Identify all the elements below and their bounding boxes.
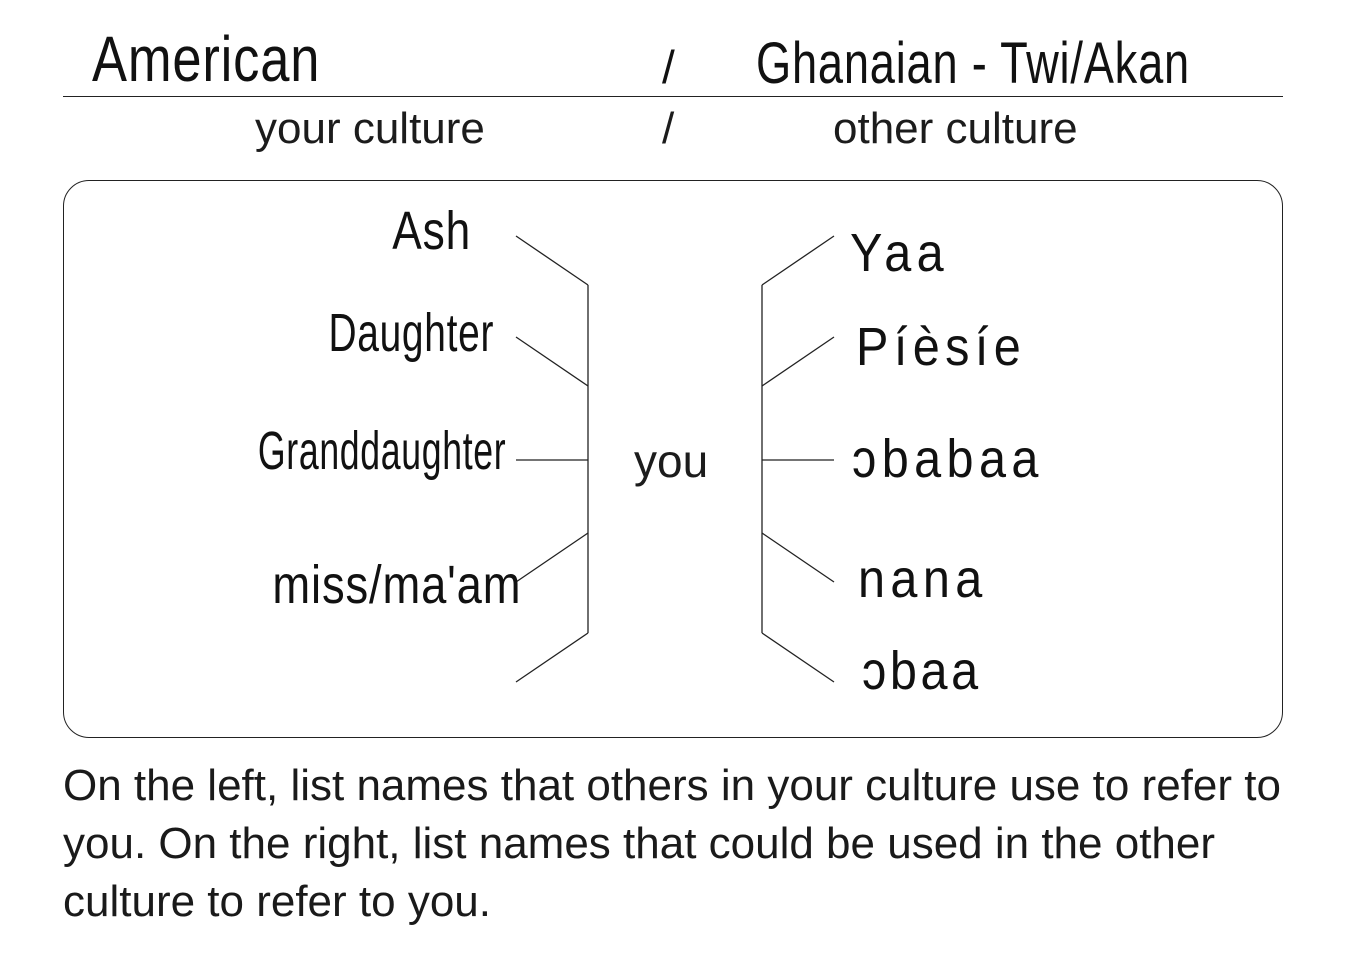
left-name-3[interactable]: Granddaughter: [257, 421, 506, 481]
left-name-1[interactable]: Ash: [392, 201, 471, 261]
header-rule: [63, 96, 1283, 97]
names-box: [63, 180, 1283, 738]
right-name-4[interactable]: nana: [858, 549, 988, 609]
instructions-text: On the left, list names that others in y…: [63, 761, 1281, 926]
label-separator: /: [662, 104, 675, 153]
other-culture-value[interactable]: Ghanaian - Twi/Akan: [756, 31, 1190, 96]
right-name-3[interactable]: ɔbabaa: [852, 429, 1044, 489]
other-culture-label: other culture: [833, 104, 1078, 153]
right-name-2[interactable]: Píèsíe: [856, 317, 1027, 377]
your-culture-value[interactable]: American: [92, 23, 321, 95]
left-name-4[interactable]: miss/ma'am: [272, 555, 521, 615]
left-name-2[interactable]: Daughter: [328, 303, 494, 363]
your-culture-label: your culture: [255, 104, 485, 153]
right-name-1[interactable]: Yaa: [850, 223, 950, 283]
center-you-label: you: [634, 435, 709, 487]
header-separator: /: [662, 41, 676, 93]
right-name-5[interactable]: ɔbaa: [862, 641, 982, 701]
